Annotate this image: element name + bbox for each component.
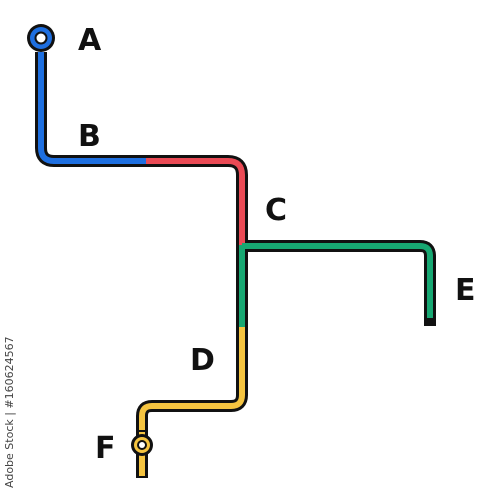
route-colors — [38, 52, 433, 433]
station-a-label: A — [78, 23, 102, 58]
route-outlines — [35, 52, 436, 433]
outline-green-branch — [242, 240, 436, 325]
yellow-line — [139, 327, 245, 433]
red-line — [146, 158, 245, 245]
station-d-label: D — [190, 343, 215, 378]
outline-red-segment — [146, 155, 248, 245]
station-e-endcap[interactable] — [424, 318, 436, 326]
station-c-label: C — [265, 193, 287, 228]
station-b-label: B — [78, 119, 101, 154]
blue-line — [38, 52, 146, 164]
green-branch-line — [242, 243, 433, 325]
station-f-label: F — [95, 431, 116, 466]
stock-watermark: Adobe Stock | #160624567 — [3, 336, 16, 488]
station-a-marker[interactable] — [27, 24, 55, 52]
station-e-label: E — [455, 273, 476, 308]
station-f-marker[interactable] — [131, 430, 153, 478]
